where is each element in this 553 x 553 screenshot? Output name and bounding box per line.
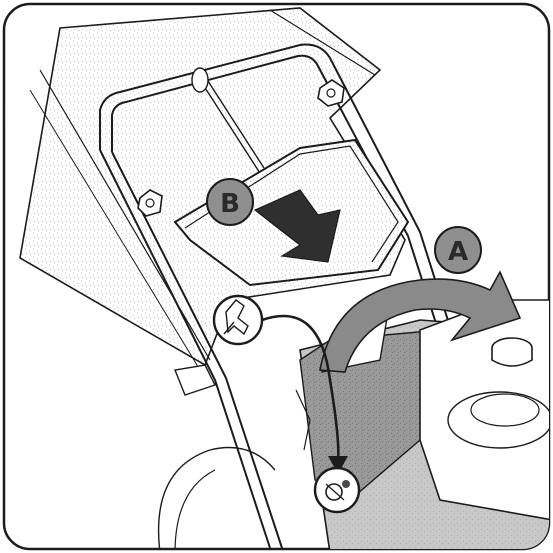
engine-ring-inner	[471, 394, 539, 426]
callout-b: B	[207, 179, 253, 225]
callout-a-label: A	[448, 237, 468, 267]
lever-icon	[214, 296, 262, 344]
callout-a: A	[435, 227, 481, 273]
cable-loop	[192, 68, 208, 92]
engine-cap-icon	[492, 338, 532, 366]
callout-b-label: B	[220, 189, 240, 219]
hinge-detail-icon	[315, 468, 359, 512]
